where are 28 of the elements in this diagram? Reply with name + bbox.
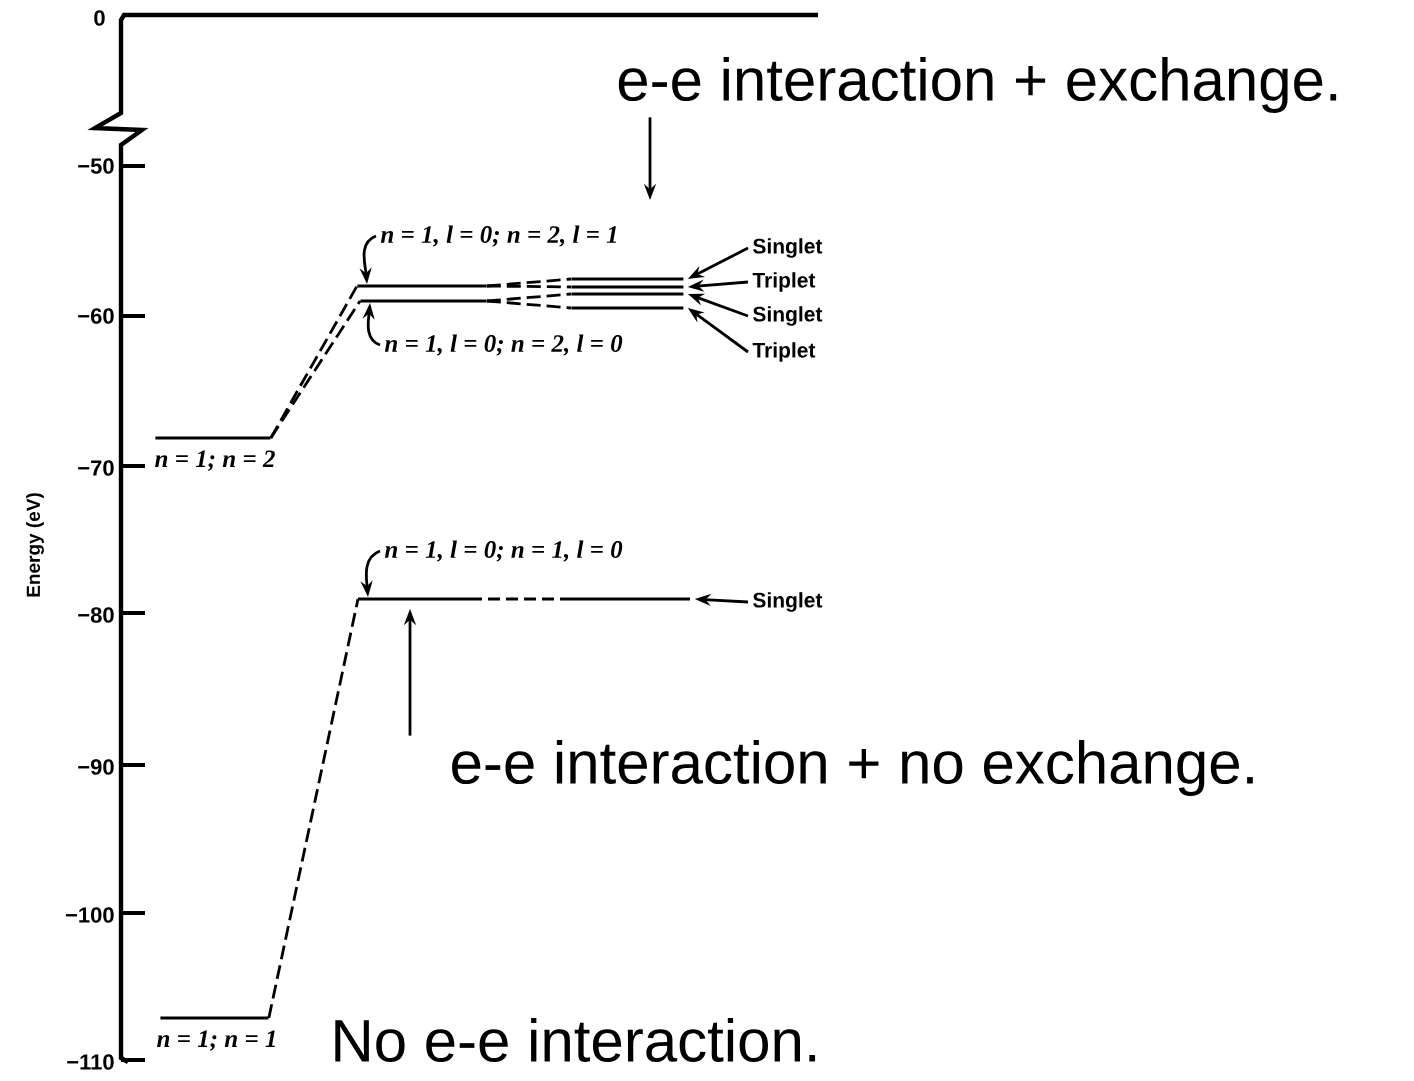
state-label: Singlet (753, 238, 823, 258)
annotation-text: e-e interaction + exchange. (618, 57, 1337, 113)
annotation-text: e-e interaction + no exchange. (452, 740, 1253, 796)
state-label: Singlet (753, 306, 823, 326)
tick-label: 0 (94, 10, 105, 26)
level-label: n = 1, l = 0; n = 2, l = 1 (380, 225, 617, 247)
tick-label: −50 (78, 158, 114, 174)
transition-line (486, 277, 572, 288)
transition-line (486, 292, 572, 303)
tick-label: −110 (67, 1054, 114, 1070)
state-label: Triplet (752, 272, 816, 292)
annotation-text: No e-e interaction. (335, 1017, 816, 1063)
tick-label: −70 (78, 460, 114, 476)
transition-line (486, 284, 572, 289)
level-label: n = 1, l = 0; n = 1, l = 0 (384, 540, 623, 562)
state-label: Triplet (752, 342, 816, 362)
axis-title: Energy (eV) (26, 493, 44, 597)
transition-line (267, 598, 360, 1019)
tick-label: −60 (78, 308, 114, 324)
tick-label: −90 (78, 759, 114, 775)
level-label: n = 1; n = 2 (155, 450, 275, 471)
level-label: n = 1, l = 0; n = 2, l = 0 (384, 334, 623, 356)
transition-line (486, 299, 572, 310)
energy-level-line (358, 597, 690, 601)
tick-label: −80 (78, 607, 114, 623)
tick-label: −100 (65, 907, 114, 923)
level-label: n = 1; n = 1 (157, 1030, 275, 1051)
state-label: Singlet (753, 592, 823, 612)
